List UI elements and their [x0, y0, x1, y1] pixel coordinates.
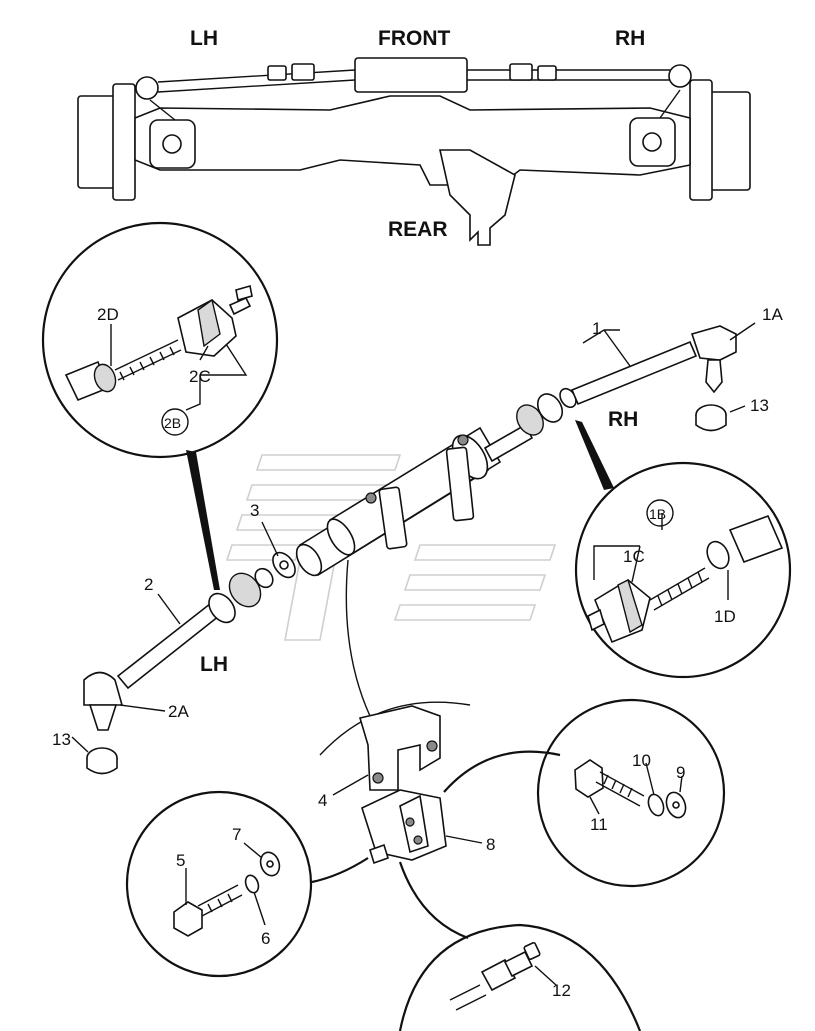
- callout-5: 5: [176, 851, 185, 870]
- callout-13-lh: 13: [52, 730, 71, 749]
- callout-2d: 2D: [97, 305, 119, 324]
- callout-7: 7: [232, 825, 241, 844]
- callout-10: 10: [632, 751, 651, 770]
- detail-circle-lh-end: [41, 221, 279, 590]
- label-front: FRONT: [378, 27, 450, 50]
- detail-circle-bolt-5-6-7: [125, 790, 313, 978]
- callout-2b: 2B: [164, 415, 181, 431]
- callout-1a: 1A: [762, 305, 783, 324]
- front-axle-assembly: [77, 57, 751, 246]
- callout-6: 6: [261, 929, 270, 948]
- callout-2c: 2C: [189, 367, 211, 386]
- callout-2: 2: [144, 575, 153, 594]
- callout-1b: 1B: [649, 506, 666, 522]
- leader-lines: [71, 322, 756, 986]
- label-lh-top: LH: [190, 27, 218, 50]
- callout-9: 9: [676, 763, 685, 782]
- callout-2b-circle: [161, 408, 189, 436]
- callout-1d: 1D: [714, 607, 736, 626]
- callout-1c: 1C: [623, 547, 645, 566]
- callout-13-rh: 13: [750, 396, 769, 415]
- detail-circle-rh-end: [574, 420, 792, 679]
- callout-8: 8: [486, 835, 495, 854]
- label-rh-mid: RH: [608, 408, 638, 431]
- callout-11: 11: [590, 815, 608, 834]
- callout-12: 12: [552, 981, 571, 1000]
- label-rh-top: RH: [615, 27, 645, 50]
- label-rear: REAR: [388, 218, 448, 241]
- label-lh-mid: LH: [200, 653, 228, 676]
- tie-rod-assembly: [83, 325, 737, 775]
- callout-1: 1: [592, 319, 601, 338]
- detail-circle-grease-nipple-12: [398, 923, 642, 1031]
- callout-1b-circle: [646, 499, 674, 527]
- mount-bracket: [311, 559, 561, 940]
- callout-3: 3: [250, 501, 259, 520]
- callout-2a: 2A: [168, 702, 189, 721]
- callout-4: 4: [318, 791, 327, 810]
- detail-circle-bolt-9-10-11: [536, 698, 726, 888]
